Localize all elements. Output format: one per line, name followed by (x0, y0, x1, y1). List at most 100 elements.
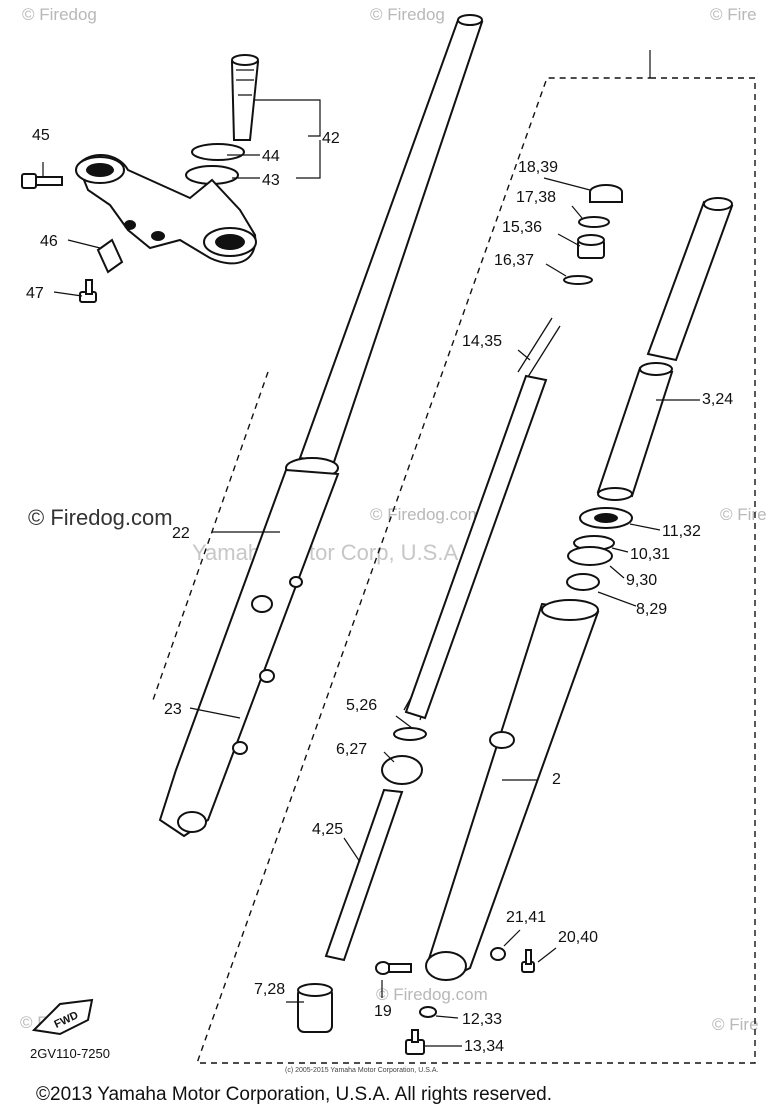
callout-6-27: 6,27 (336, 741, 367, 758)
cap-bolt-top (577, 234, 605, 246)
right-inner-tube-upper (646, 200, 734, 362)
assembly-boundaries (152, 50, 756, 1064)
bolt-19-shank (388, 963, 412, 973)
callout-20-40: 20,40 (558, 929, 598, 946)
callout-23: 23 (164, 701, 182, 718)
stem-thread (236, 69, 254, 96)
callout-9-30: 9,30 (626, 572, 657, 589)
left-fork-assembly (158, 14, 484, 838)
inner-tube-3-24-top (639, 362, 673, 376)
dust-seal-hole (594, 513, 618, 523)
right-fork-parts (297, 184, 734, 1055)
copyright-notice: ©2013 Yamaha Motor Corporation, U.S.A. A… (36, 1084, 552, 1105)
washer-12-33 (419, 1006, 437, 1018)
inner-tube-3-24 (596, 366, 674, 498)
left-inner-tube (298, 18, 484, 464)
bracket-bolt-hole-2 (124, 220, 136, 230)
steering-stem (230, 61, 260, 141)
callout-46: 46 (40, 233, 58, 250)
fwd-arrow-shape (31, 998, 94, 1036)
callout-5-26: 5,26 (346, 697, 377, 714)
callout-15-36: 15,36 (502, 219, 542, 236)
left-outer-boss (251, 595, 273, 613)
leader-20-40 (537, 947, 557, 963)
leader-21-41 (503, 929, 521, 947)
leader-18-39 (543, 177, 591, 191)
callout-47: 47 (26, 285, 44, 302)
outer-tube-2-top (541, 599, 599, 621)
callout-7-28: 7,28 (254, 981, 285, 998)
bracket-bolt-hole (151, 231, 165, 241)
cap-body (589, 192, 623, 203)
bolt-13-34-shank (411, 1029, 419, 1043)
left-axle-boss (177, 811, 207, 833)
callout-12-33: 12,33 (462, 1011, 502, 1028)
callout-22: 22 (172, 525, 190, 542)
callout-44: 44 (262, 148, 280, 165)
leader-17-38 (571, 205, 583, 219)
leader-11-32 (629, 523, 661, 531)
left-outer-tube (158, 468, 340, 838)
leader-15-36 (557, 233, 581, 247)
bolt-45-shank (35, 176, 63, 186)
callout-2: 2 (552, 771, 561, 788)
leader-5-26 (395, 715, 413, 729)
leader-47 (53, 291, 83, 297)
rebound-spring-6-27 (381, 755, 423, 785)
watermark-top-right: © Fire (710, 5, 757, 24)
left-fork-boundary (152, 371, 269, 701)
callout-42: 42 (322, 130, 340, 147)
callout-14-35: 14,35 (462, 333, 502, 350)
oring-17-38 (578, 216, 610, 228)
leader-16-37 (545, 263, 567, 277)
screw-47-shank (85, 279, 93, 295)
leader-12-33 (435, 1015, 459, 1019)
watermark-site: © Firedog.com (28, 505, 173, 530)
callout-16-37: 16,37 (494, 252, 534, 269)
washer-8-29 (566, 573, 600, 591)
leader-14-35 (517, 349, 531, 361)
left-outer-boss-3 (259, 669, 275, 683)
leader-9-30 (609, 565, 625, 579)
leader-23 (189, 707, 241, 719)
left-outer-boss-4 (232, 741, 248, 755)
outer-tube-2-boss (489, 731, 515, 749)
watermark-yamaha: Yamaha Motor Corp, U.S.A. (192, 540, 464, 565)
fwd-arrow: FWD (31, 998, 94, 1036)
oil-lock-top (297, 983, 333, 997)
oring-16-37 (563, 275, 593, 285)
leader-4-25 (343, 837, 361, 863)
callout-4-25: 4,25 (312, 821, 343, 838)
cable-clamp-46 (96, 238, 124, 274)
right-fork-boundary (196, 77, 756, 1064)
bolt-19 (375, 961, 391, 975)
callout-19: 19 (374, 1003, 392, 1020)
nut-21-41 (490, 947, 506, 961)
diagram-code: 2GV110-7250 (30, 1046, 110, 1061)
callout-3-24: 3,24 (702, 391, 733, 408)
leader-8-29 (597, 591, 637, 607)
callout-45: 45 (32, 127, 50, 144)
bracket-right-hole (215, 234, 245, 250)
left-outer-boss-2 (289, 576, 303, 588)
bracket-left-hole (86, 163, 114, 177)
watermark-bottom-right: © Fire (712, 1015, 759, 1034)
callout-10-31: 10,31 (630, 546, 670, 563)
watermark-top-mid: © Firedog (370, 5, 445, 24)
callout-labels: 45 44 43 42 46 47 18,39 17,38 15,36 16,3… (26, 127, 733, 1055)
watermark-bottom-mid: © Firedog.com (376, 985, 488, 1004)
leader-46 (67, 239, 101, 249)
outer-tube-2-axle (425, 951, 467, 981)
callout-17-38: 17,38 (516, 189, 556, 206)
watermark-top-left: © Firedog (22, 5, 97, 24)
damper-rod-4-25 (324, 788, 404, 962)
leader-42-bottom (296, 140, 321, 179)
ring-5-26 (393, 727, 427, 741)
watermark-mid-center: © Firedog.com (370, 505, 482, 524)
small-copyright: (c) 2005-2015 Yamaha Motor Corporation, … (285, 1067, 439, 1074)
callout-11-32: 11,32 (662, 523, 701, 540)
leader-42-top (255, 99, 321, 137)
left-inner-tube-top (457, 14, 483, 26)
leader-lines (42, 99, 700, 1047)
